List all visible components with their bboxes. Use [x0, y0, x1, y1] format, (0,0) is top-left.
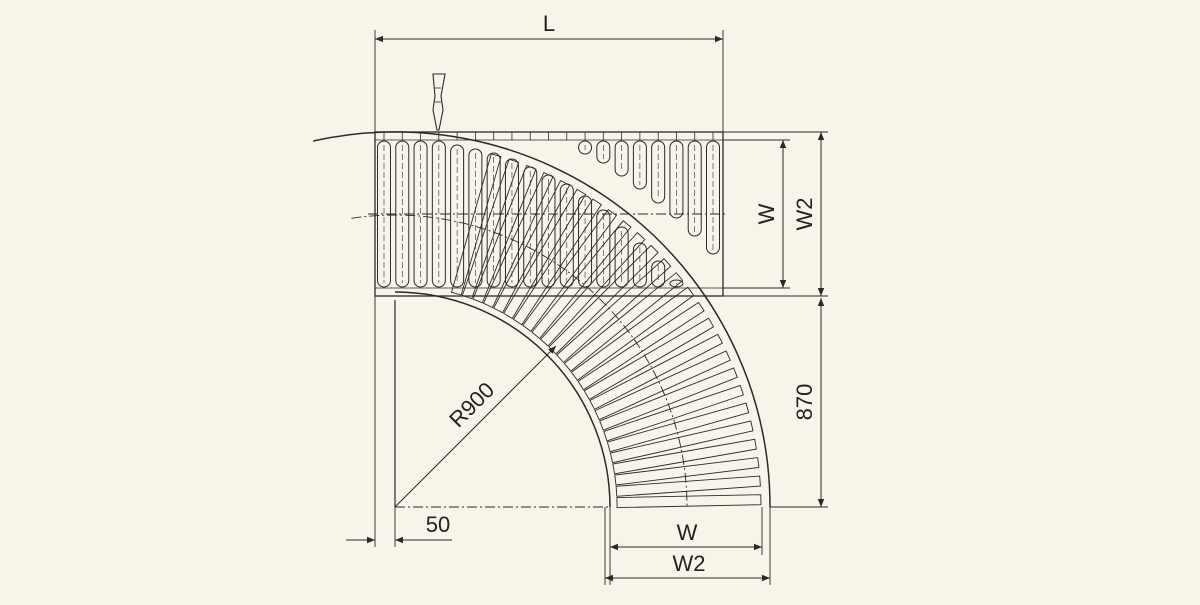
dimension-radius: R900 — [394, 345, 557, 508]
curve-roller — [603, 384, 744, 442]
curve-roller — [563, 272, 684, 372]
curve-roller — [614, 457, 760, 486]
roller — [651, 132, 666, 288]
roller — [706, 132, 720, 255]
curve-roller — [503, 188, 587, 320]
roller — [486, 132, 501, 288]
label-width2-top: W2 — [792, 198, 817, 231]
curve-roller — [493, 179, 571, 314]
roller — [596, 132, 611, 288]
curve-roller — [609, 420, 754, 464]
roller — [687, 132, 702, 237]
dimension-offset: 50 — [346, 296, 452, 547]
label-width-top: W — [754, 203, 779, 224]
roller — [669, 132, 684, 288]
curved-conveyor — [313, 131, 771, 509]
curve-roller — [616, 494, 762, 509]
roller — [632, 132, 647, 288]
roller — [431, 132, 446, 288]
curve-roller — [606, 402, 750, 453]
roller — [614, 132, 629, 288]
curve-roller — [615, 475, 761, 497]
curve-roller — [583, 317, 715, 401]
curve-roller — [472, 164, 537, 304]
label-length: L — [543, 11, 555, 36]
curve-roller — [512, 198, 602, 326]
label-curve-height: 870 — [792, 384, 817, 421]
curve-roller — [556, 258, 672, 364]
stopper-device — [432, 73, 446, 131]
curve-roller — [461, 158, 520, 300]
curve-roller — [450, 153, 502, 296]
curve-roller — [594, 350, 731, 421]
roller — [450, 132, 465, 288]
curve-roller — [539, 232, 646, 347]
straight-conveyor — [368, 131, 728, 297]
label-radius: R900 — [444, 377, 499, 432]
curve-roller — [531, 220, 632, 340]
dimension-curve-height: 870 — [770, 298, 828, 508]
label-width-bottom: W — [677, 520, 698, 545]
label-width2-bottom: W2 — [673, 551, 706, 576]
curve-roller — [577, 301, 705, 391]
curve-roller — [522, 208, 618, 333]
roller — [541, 132, 556, 288]
curve-roller — [599, 367, 738, 431]
dimension-width-bottom: W W2 — [604, 507, 771, 585]
dimension-width-top: W W2 — [723, 131, 828, 297]
roller — [377, 132, 391, 288]
roller — [395, 132, 410, 288]
curve-roller — [570, 286, 695, 381]
curve-roller — [589, 333, 724, 411]
curve-roller — [612, 438, 757, 475]
roller — [413, 132, 428, 288]
roller — [504, 132, 519, 288]
dimension-length: L — [374, 11, 724, 132]
label-offset: 50 — [426, 512, 450, 537]
curve-roller — [482, 172, 554, 309]
